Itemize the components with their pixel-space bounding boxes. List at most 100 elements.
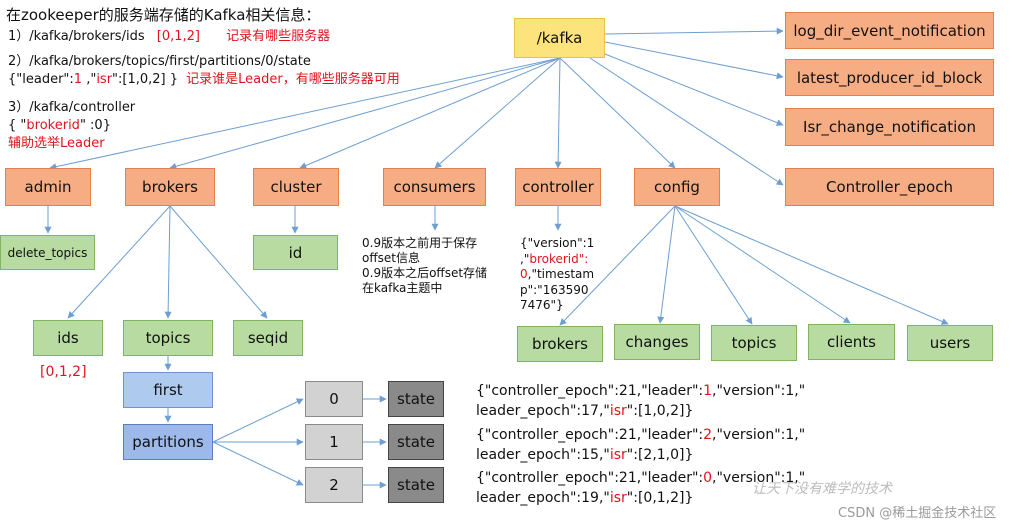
node-first[interactable]: first: [123, 372, 213, 408]
node-partition-2[interactable]: 2: [305, 467, 363, 503]
node-config[interactable]: config: [634, 168, 720, 206]
info-line2-json-e: ":[1,0,2] }: [112, 72, 179, 87]
node-config-brokers[interactable]: brokers: [517, 326, 603, 362]
controller-note-value: 0: [520, 267, 528, 281]
state-1-json-line1: {"controller_epoch":21,"leader":2,"versi…: [476, 425, 805, 445]
edge-kafka-admin: [49, 57, 561, 171]
node-controller-epoch[interactable]: Controller_epoch: [785, 168, 994, 206]
info-line1: 1）/kafka/brokers/ids [0,1,2] 记录有哪些服务器: [8, 28, 330, 46]
edge-kafka-epoch: [589, 57, 784, 186]
state-1-isr: isr: [609, 447, 627, 463]
controller-note-line2-a: ,": [520, 251, 530, 266]
node-latest-producer-id-block[interactable]: latest_producer_id_block: [785, 59, 994, 96]
state-1-leader: 2: [703, 427, 713, 443]
state-0-leader: 1: [703, 383, 713, 399]
info-line2-json-isr: isr: [96, 72, 113, 87]
state-1-json-f: ":[2,1,0]}: [626, 447, 694, 463]
state-0-json: {"controller_epoch":21,"leader":1,"versi…: [476, 381, 805, 421]
controller-note-line1: {"version":1: [520, 236, 595, 250]
info-line2-path: 2）/kafka/brokers/topics/first/partitions…: [8, 54, 311, 69]
state-0-json-c: ,"version":1,": [712, 383, 806, 399]
info-line3-json: { "brokerid" :0}: [8, 117, 111, 135]
state-0-json-d: leader_epoch":17,": [476, 403, 610, 419]
info-line3-json-c: " :0}: [79, 118, 111, 133]
controller-note-line5: 7476"}: [520, 298, 564, 312]
consumers-note-line2: offset信息: [362, 251, 420, 265]
watermark-csdn: CSDN @稀土掘金技术社区: [838, 506, 997, 521]
controller-note-line2-c: ":: [578, 251, 589, 266]
state-2-leader: 0: [703, 470, 713, 486]
node-partition-0[interactable]: 0: [305, 381, 363, 417]
state-1-json-a: {"controller_epoch":21,"leader":: [476, 427, 704, 443]
node-log-dir-event-notification[interactable]: log_dir_event_notification: [785, 12, 994, 49]
info-line3-note: 辅助选举Leader: [8, 136, 105, 151]
controller-note-line3-b: ,"timestam: [527, 267, 595, 281]
state-2-isr: isr: [609, 490, 627, 506]
controller-note-brokerid: brokerid: [529, 251, 579, 266]
node-admin[interactable]: admin: [5, 168, 91, 206]
consumers-note-line1: 0.9版本之前用于保存: [362, 236, 478, 250]
info-line2-json-leader: 1: [73, 72, 83, 87]
controller-note: {"version":1 ,"brokerid": 0,"timestam p"…: [520, 236, 594, 314]
info-line3-path: 3）/kafka/controller: [8, 100, 136, 115]
edge-partitions-p2: [212, 441, 304, 486]
state-1-json: {"controller_epoch":21,"leader":2,"versi…: [476, 425, 805, 465]
node-config-topics[interactable]: topics: [711, 325, 797, 361]
node-config-clients[interactable]: clients: [808, 324, 895, 360]
state-2-json-a: {"controller_epoch":21,"leader":: [476, 470, 704, 486]
node-brokers[interactable]: brokers: [125, 168, 215, 206]
node-isr-change-notification[interactable]: Isr_change_notification: [785, 108, 994, 146]
consumers-note-line3: 0.9版本之后offset存储: [362, 266, 488, 280]
state-1-json-d: leader_epoch":15,": [476, 447, 610, 463]
info-line2-note: 记录谁是Leader，有哪些服务器可用: [186, 72, 400, 87]
node-id[interactable]: id: [253, 235, 338, 270]
consumers-note: 0.9版本之前用于保存 offset信息 0.9版本之后offset存储 在ka…: [362, 236, 487, 296]
edge-kafka-controller: [554, 57, 562, 169]
state-2-json-line1: {"controller_epoch":21,"leader":0,"versi…: [476, 468, 805, 488]
node-seqid[interactable]: seqid: [233, 320, 303, 356]
edge-config-users: [674, 205, 949, 325]
node-partition-1[interactable]: 1: [305, 424, 363, 460]
node-state-2[interactable]: state: [388, 467, 444, 503]
node-delete-topics[interactable]: delete_topics: [0, 235, 95, 270]
node-topics[interactable]: topics: [123, 320, 213, 356]
node-ids[interactable]: ids: [33, 320, 103, 356]
node-cluster[interactable]: cluster: [253, 168, 339, 206]
state-0-json-line2: leader_epoch":17,"isr":[1,0,2]}: [476, 401, 805, 421]
node-consumers[interactable]: consumers: [383, 168, 486, 206]
edge-kafka-brokers: [169, 57, 561, 170]
info-line3-json-brokerid: brokerid: [26, 118, 80, 133]
controller-note-line3: 0,"timestam: [520, 267, 594, 283]
ids-value: [0,1,2]: [40, 364, 87, 380]
state-2-json-c: ,"version":1,": [712, 470, 806, 486]
edge-kafka-config: [559, 57, 676, 169]
controller-note-line2: ,"brokerid":: [520, 252, 594, 268]
edge-brokers-topics: [164, 205, 172, 319]
state-2-json-line2: leader_epoch":19,"isr":[0,1,2]}: [476, 488, 805, 508]
state-0-json-line1: {"controller_epoch":21,"leader":1,"versi…: [476, 381, 805, 401]
edge-config-brokers: [559, 205, 676, 326]
node-state-0[interactable]: state: [388, 381, 444, 417]
edge-kafka-isr: [599, 51, 784, 126]
state-0-isr: isr: [609, 403, 627, 419]
edge-kafka-consumers: [434, 57, 561, 169]
state-2-json-f: ":[0,1,2]}: [626, 490, 694, 506]
node-config-changes[interactable]: changes: [614, 324, 700, 360]
node-config-users[interactable]: users: [907, 325, 993, 361]
state-1-json-line2: leader_epoch":15,"isr":[2,1,0]}: [476, 445, 805, 465]
info-line2-json: {"leader":1 ,"isr":[1,0,2] } 记录谁是Leader，…: [8, 71, 400, 89]
edge-partitions-p0: [212, 398, 304, 443]
edge-kafka-logdir: [604, 27, 784, 35]
node-partitions[interactable]: partitions: [123, 424, 213, 460]
node-state-1[interactable]: state: [388, 424, 444, 460]
edge-kafka-latest: [604, 41, 784, 80]
info-title: 在zookeeper的服务端存储的Kafka相关信息：: [6, 6, 321, 24]
watermark-signature: 让天下没有难学的技术: [752, 481, 892, 497]
info-line3-json-a: { ": [8, 118, 27, 133]
node-kafka[interactable]: /kafka: [514, 18, 605, 58]
state-0-json-a: {"controller_epoch":21,"leader":: [476, 383, 704, 399]
controller-note-line4: p":"163590: [520, 282, 589, 297]
info-line1-path: 1）/kafka/brokers/ids: [8, 29, 145, 44]
info-line1-note: 记录有哪些服务器: [226, 29, 331, 44]
node-controller[interactable]: controller: [515, 168, 601, 206]
